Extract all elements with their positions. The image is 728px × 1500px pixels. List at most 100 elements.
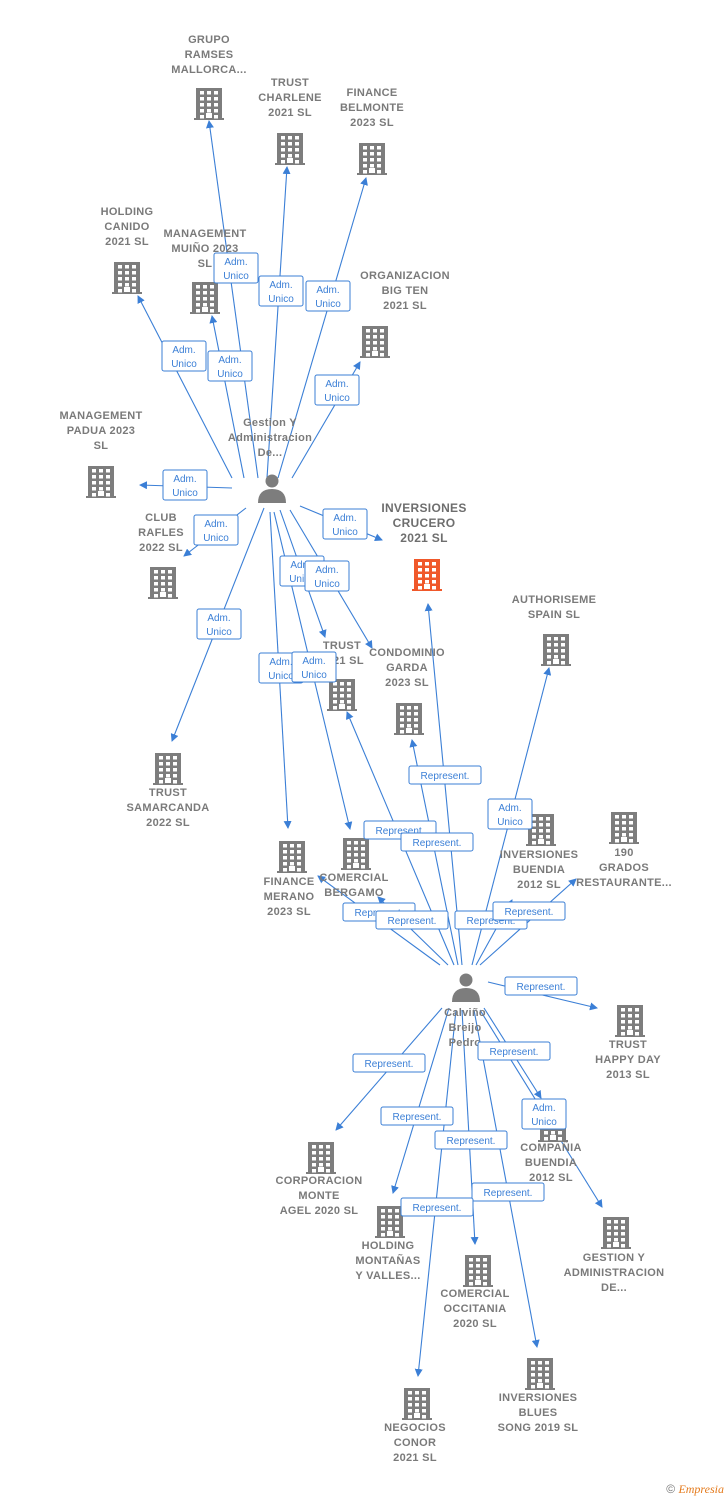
node-label-line: Administracion <box>228 432 312 444</box>
edge-label-text: Adm. <box>498 803 521 814</box>
node-label-line: MONTAÑAS <box>355 1254 420 1267</box>
edge-label-text: Adm. <box>172 345 195 356</box>
node-label-line: TRUST <box>609 1039 647 1051</box>
building-icon <box>412 559 442 591</box>
edge-label-text: Represent. <box>388 916 437 927</box>
edge-gestion_person-to-holding_canido <box>137 295 233 479</box>
building-icon <box>341 838 371 870</box>
edge-label-text: Represent. <box>376 826 425 837</box>
edge-label-gestion_person-to-organizacion_big_ten[interactable]: Adm.Unico <box>314 374 360 406</box>
edge-label-gestion_person-to-trust_charlene[interactable]: Adm.Unico <box>258 275 304 307</box>
edge-label-calvino_person-to-holding_montanas[interactable]: Represent. <box>380 1106 454 1126</box>
node-label-line: 2023 SL <box>385 677 429 689</box>
edge-label-text: Represent. <box>393 1112 442 1123</box>
node-label-line: TRUST <box>323 640 361 652</box>
edge-label-text: Represent. <box>421 771 470 782</box>
edge-label-gestion_person-to-comercial_bergamo[interactable]: Adm.Unico <box>291 651 337 683</box>
footer: © Empresia <box>666 1482 724 1497</box>
edge-label-gestion_person-to-trust_samarcanda[interactable]: Adm.Unico <box>196 608 242 640</box>
building-icon <box>609 812 639 844</box>
edge-label-text: Unico <box>497 817 523 828</box>
edge-label-gestion_person-to-holding_canido[interactable]: Adm.Unico <box>161 340 207 372</box>
edge-label-calvino_person-to-compania_buendia[interactable]: Adm.Unico <box>521 1098 567 1130</box>
edge-label-gestion_person-to-management_muino[interactable]: Adm.Unico <box>207 350 253 382</box>
node-label-line: SL <box>198 258 213 270</box>
node-label-line: 2013 SL <box>606 1069 650 1081</box>
node-label-line: CONOR <box>394 1437 436 1449</box>
edge-label-gestion_person-to-inversiones_crucero[interactable]: Adm.Unico <box>322 508 368 540</box>
node-condominio-garda[interactable]: CONDOMINIO GARDA 2023 SL <box>369 647 445 735</box>
edge-label-calvino_person-to-comercial_bergamo[interactable]: Represent. <box>375 910 449 930</box>
node-label-line: MANAGEMENT <box>163 228 246 240</box>
node-gestion-admin-de[interactable]: GESTION YADMINISTRACIONDE... <box>564 1217 665 1294</box>
edge-label-gestion_person-to-club_rafles[interactable]: Adm.Unico <box>193 514 239 546</box>
edge-label-calvino_person-to-inversiones_crucero[interactable]: Represent. <box>408 765 482 785</box>
edge-label-text: Unico <box>324 393 350 404</box>
building-icon <box>194 88 224 120</box>
edge-label-calvino_person-to-authoriseme_spain[interactable]: Adm. Unico <box>487 798 533 830</box>
edge-label-text: Unico <box>172 488 198 499</box>
node-label-line: COMERCIAL <box>440 1288 509 1300</box>
node-label-line: 2022 SL <box>139 542 183 554</box>
edge-label-calvino_person-to-inversiones_blues[interactable]: Represent. <box>471 1182 545 1202</box>
node-label-line: ORGANIZACION <box>360 270 450 282</box>
edge-label-gestion_person-to-finance_belmonte[interactable]: Adm.Unico <box>305 280 351 312</box>
edge-label-text: Unico <box>217 369 243 380</box>
edge-label-text: Unico <box>289 574 315 585</box>
empresia-logo[interactable]: Empresia <box>678 1482 724 1496</box>
edge-label-text: Adm. <box>269 280 292 291</box>
node-label-line: PADUA 2023 <box>67 425 135 437</box>
node-label-line: AUTHORISEME <box>512 594 597 606</box>
edge-label-calvino_person-to-corporacion_monte_agel[interactable]: Represent. <box>352 1053 426 1073</box>
node-gestion-person[interactable]: Gestion YAdministracionDe... <box>228 417 312 503</box>
node-label-line: CORPORACION <box>275 1175 362 1187</box>
edge-label-calvino_person-to-trust_happy_day[interactable]: Represent. <box>504 976 578 996</box>
edge-label-text: Adm. <box>173 474 196 485</box>
edge-label-gestion_person-to-management_padua[interactable]: Adm. Unico <box>162 469 208 501</box>
node-190-grados[interactable]: 190GRADOSRESTAURANTE... <box>576 812 672 889</box>
edge-label-gestion_person-to-grupo_ramses[interactable]: Adm.Unico <box>213 252 259 284</box>
node-label-line: BERGAMO <box>324 887 384 899</box>
building-icon <box>615 1005 645 1037</box>
node-label-line: 2023 SL <box>267 906 311 918</box>
node-label-line: 190 <box>614 847 633 859</box>
node-label-line: HOLDING <box>101 206 154 218</box>
nodes-layer: GRUPORAMSESMALLORCA...TRUSTCHARLENE2021 … <box>59 34 671 1464</box>
edge-label-calvino_person-to-comercial_occitania[interactable]: Represent. <box>434 1130 508 1150</box>
node-label-line: BIG TEN <box>382 285 429 297</box>
edge-label-text: Adm. <box>316 285 339 296</box>
edge-calvino_person-to-190_grados <box>479 878 577 966</box>
edge-label-calvino_person-to-negocios_conor[interactable]: Represent. <box>400 1197 474 1217</box>
edge-label-calvino_person-to-condominio_garda[interactable]: Represent. <box>400 832 474 852</box>
node-label-line: CRUCERO <box>393 516 456 530</box>
node-label-line: GARDA <box>386 662 428 674</box>
node-label-line: HOLDING <box>362 1240 415 1252</box>
edge-label-calvino_person-to-190_grados[interactable]: Represent. <box>492 901 566 921</box>
node-grupo-ramses[interactable]: GRUPORAMSESMALLORCA... <box>171 34 246 120</box>
node-label-line: FINANCE <box>347 87 398 99</box>
edge-label-gestion_person-to-condominio_garda[interactable]: Adm.Unico <box>304 560 350 592</box>
edge-label-calvino_person-to-gestion_admin_de[interactable]: Represent. <box>477 1041 551 1061</box>
node-label-line: 2023 SL <box>350 117 394 129</box>
edge-label-text: Represent. <box>447 1136 496 1147</box>
node-label-line: CONDOMINIO <box>369 647 445 659</box>
